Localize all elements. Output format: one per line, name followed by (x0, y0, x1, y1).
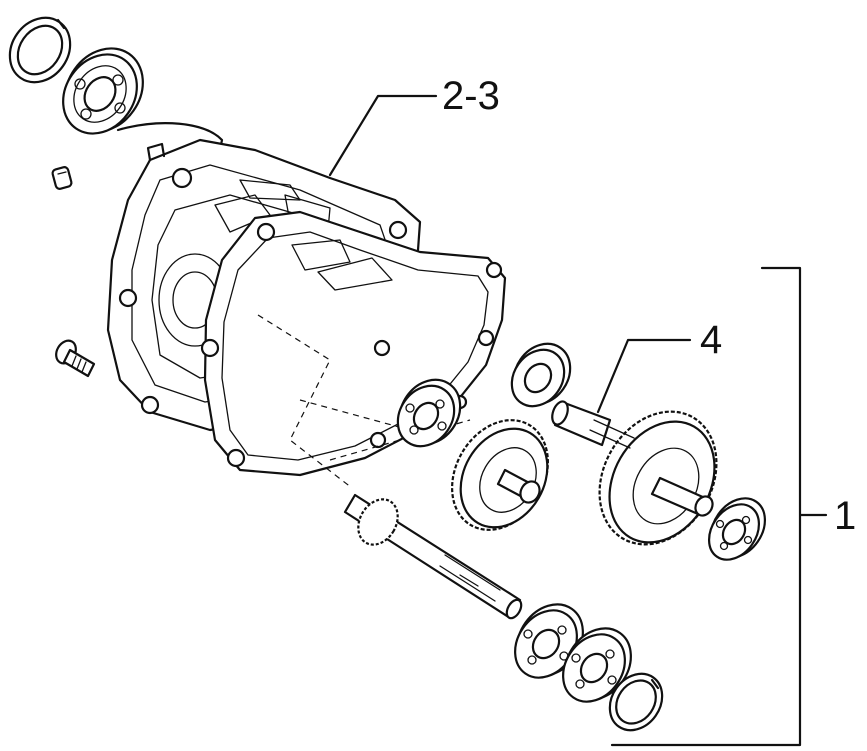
bearing-right (707, 497, 766, 561)
bearing-top (62, 47, 144, 135)
bearing-middle (396, 378, 462, 448)
oil-seal (510, 342, 572, 408)
callout-2-3: 2-3 (442, 74, 500, 118)
leader-line-4 (596, 338, 692, 414)
callout-4: 4 (700, 318, 723, 362)
bracket-1 (610, 266, 828, 747)
bearing-bottom-2 (562, 627, 632, 703)
dowel-pin (51, 166, 73, 190)
drive-shaft (343, 493, 523, 620)
circlip-bottom (608, 672, 664, 732)
breather-tube (116, 122, 224, 152)
cover-gasket (200, 210, 507, 477)
output-shaft-gear (551, 400, 718, 546)
circlip-top (8, 16, 72, 84)
leader-line-2-3 (328, 94, 438, 177)
callout-1: 1 (834, 494, 857, 538)
screw (55, 339, 96, 378)
intermediate-gear (451, 419, 549, 531)
